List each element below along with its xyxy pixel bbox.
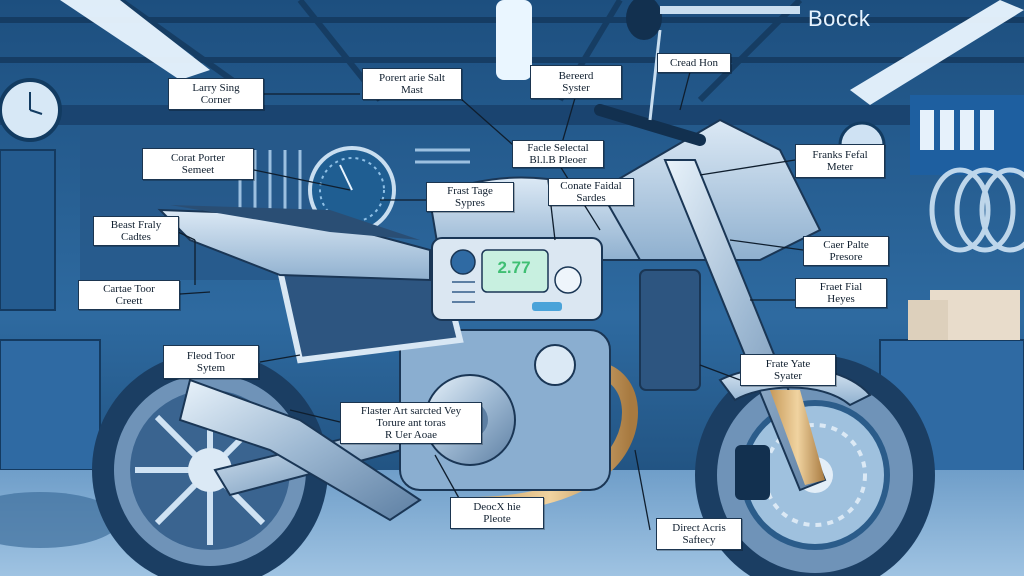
dashboard-display: [431, 237, 603, 321]
callout-caer-palte-presore: Caer Palte Presore: [803, 236, 889, 266]
callout-conate-faidal-sardes: Conate Faidal Sardes: [548, 178, 634, 206]
callout-fraet-fial-heyes: Fraet Fial Heyes: [795, 278, 887, 308]
callout-franks-fefal-meter: Franks Fefal Meter: [795, 144, 885, 178]
motorcycle: [92, 0, 935, 576]
dashboard-speed-readout: 2.77: [497, 258, 531, 277]
callout-beast-fraly-cadtes: Beast Fraly Cadtes: [93, 216, 179, 246]
callout-corat-porter-semeet: Corat Porter Semeet: [142, 148, 254, 180]
callout-fleod-toor-sytem: Fleod Toor Sytem: [163, 345, 259, 379]
callout-facle-selectal: Facle Selectal Bl.l.B Pleoer: [512, 140, 604, 168]
callout-cread-hon: Cread Hon: [657, 53, 731, 73]
gauge-left-icon: [450, 249, 476, 275]
gauge-right-icon: [554, 266, 582, 294]
callout-porert-arie-salt-mast: Porert arie Salt Mast: [362, 68, 462, 100]
callout-deocx-hie-pleote: DeocX hie Pleote: [450, 497, 544, 529]
callout-flaster-art-sarcted: Flaster Art sarcted Vey Torure ant toras…: [340, 402, 482, 444]
callout-frast-tage-sypres: Frast Tage Sypres: [426, 182, 514, 212]
callout-direct-acris-saftecy: Direct Acris Saftecy: [656, 518, 742, 550]
callout-cartae-toor-creett: Cartae Toor Creett: [78, 280, 180, 310]
brand-logo-text: Bocck: [808, 6, 871, 31]
callout-larry-sing-corner: Larry Sing Corner: [168, 78, 264, 110]
callout-frate-yate-syater: Frate Yate Syater: [740, 354, 836, 386]
ceiling-lights: [60, 0, 1024, 105]
callout-bereerd-syster: Bereerd Syster: [530, 65, 622, 99]
